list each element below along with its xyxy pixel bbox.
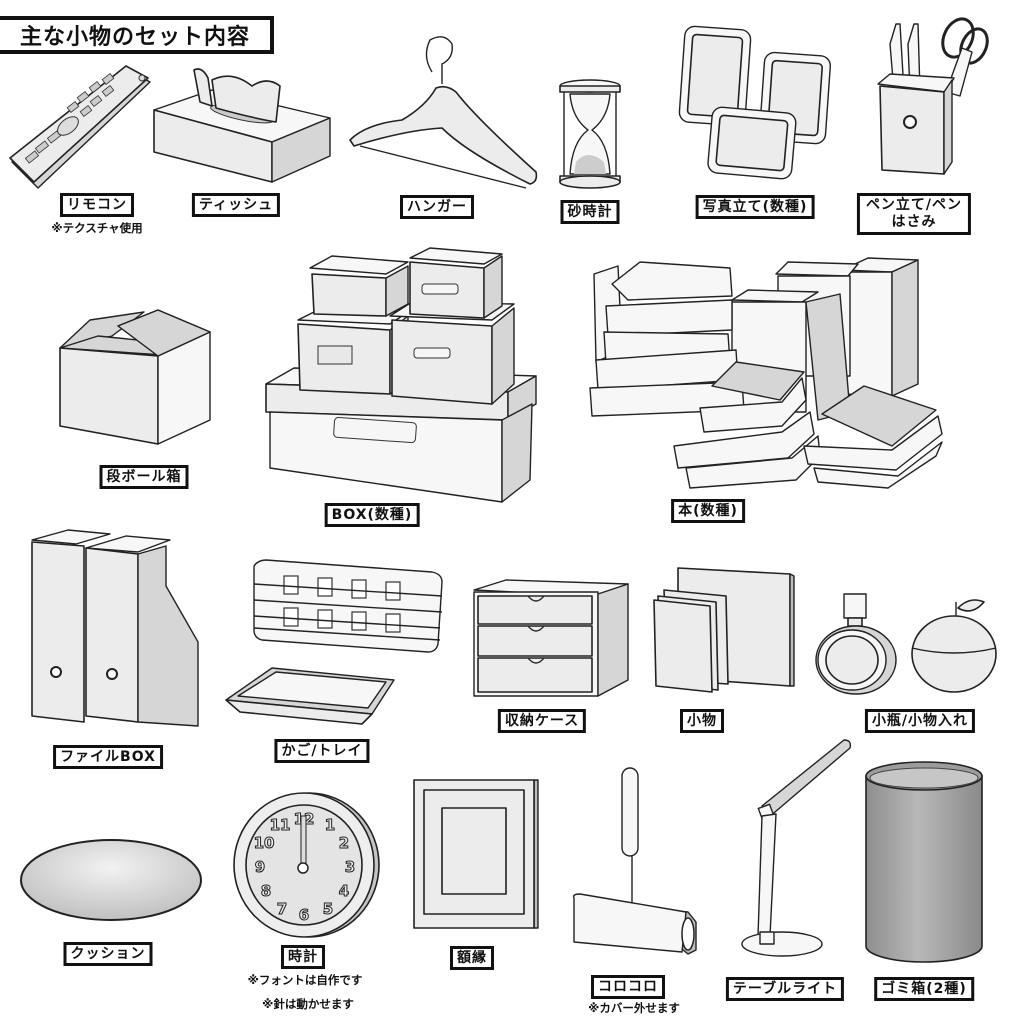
clock-number-5: 5 [323,900,333,918]
item-label-cushion: クッション [63,942,153,966]
item-label-boxes: BOX(数種) [324,503,420,527]
item-label-tissue: ティッシュ [191,193,281,217]
item-label-clock: 時計 [281,945,325,969]
page-title: 主な小物のセット内容 [0,16,274,54]
storage-box-icon [265,247,537,503]
item-label-trash: ゴミ箱(2種) [874,977,974,1001]
item-label-lamp: テーブルライト [725,977,845,1001]
item-label-photo-frames: 写真立て(数種) [695,195,815,219]
remote-control-icon [9,65,151,189]
item-label-remote: リモコン [60,193,134,217]
clock-icon: 12 1 2 3 4 5 6 7 8 9 10 11 [233,792,380,938]
hourglass-icon [559,79,621,189]
desk-lamp-icon [741,739,852,957]
cushion-icon [20,839,202,921]
hanger-icon [349,36,538,189]
item-note-clock-hands: ※針は動かせます [262,997,354,1011]
item-label-small-items: 小物 [680,709,724,733]
item-label-file-box: ファイルBOX [53,745,163,769]
item-label-frame: 額縁 [450,946,494,970]
clock-number-11: 11 [270,816,291,834]
clock-number-10: 10 [254,834,275,852]
clock-number-8: 8 [261,882,271,900]
picture-frame-icon [413,779,539,929]
bottle-apple-icon [815,593,997,695]
item-label-hanger: ハンガー [400,195,474,219]
clock-number-3: 3 [345,858,355,876]
pen-stand-icon [877,17,989,175]
clock-number-4: 4 [339,882,349,900]
item-label-pen-stand: ペン立て/ペン はさみ [856,193,972,235]
item-note-roller: ※カバー外せます [588,1001,680,1015]
item-label-roller: コロコロ [591,975,665,999]
item-label-books: 本(数種) [671,499,745,523]
file-box-icon [31,529,199,727]
item-label-drawer: 収納ケース [497,709,587,733]
books-icon [589,257,943,489]
clock-number-6: 6 [299,906,309,924]
small-items-icon [653,567,795,693]
item-note-remote: ※テクスチャ使用 [51,221,143,235]
drawer-case-icon [473,579,629,697]
clock-number-1: 1 [325,816,335,834]
photo-frame-icon [678,25,832,180]
clock-number-9: 9 [255,858,265,876]
item-note-clock-font: ※フォントは自作です [247,973,363,987]
item-label-basket: かご/トレイ [274,739,370,763]
trash-can-icon [865,761,983,963]
cardboard-box-icon [59,309,211,445]
item-label-pen-stand-line1: ペン立て/ペン [865,197,963,213]
item-label-bottle: 小瓶/小物入れ [864,709,976,733]
tissue-box-icon [153,68,331,183]
clock-number-7: 7 [277,900,287,918]
clock-number-2: 2 [339,834,349,852]
item-label-pen-stand-line2: はさみ [891,214,937,230]
lint-roller-icon [572,767,697,955]
item-label-cardboard: 段ボール箱 [99,465,189,489]
basket-tray-icon [225,559,443,725]
item-label-hourglass: 砂時計 [560,200,620,224]
